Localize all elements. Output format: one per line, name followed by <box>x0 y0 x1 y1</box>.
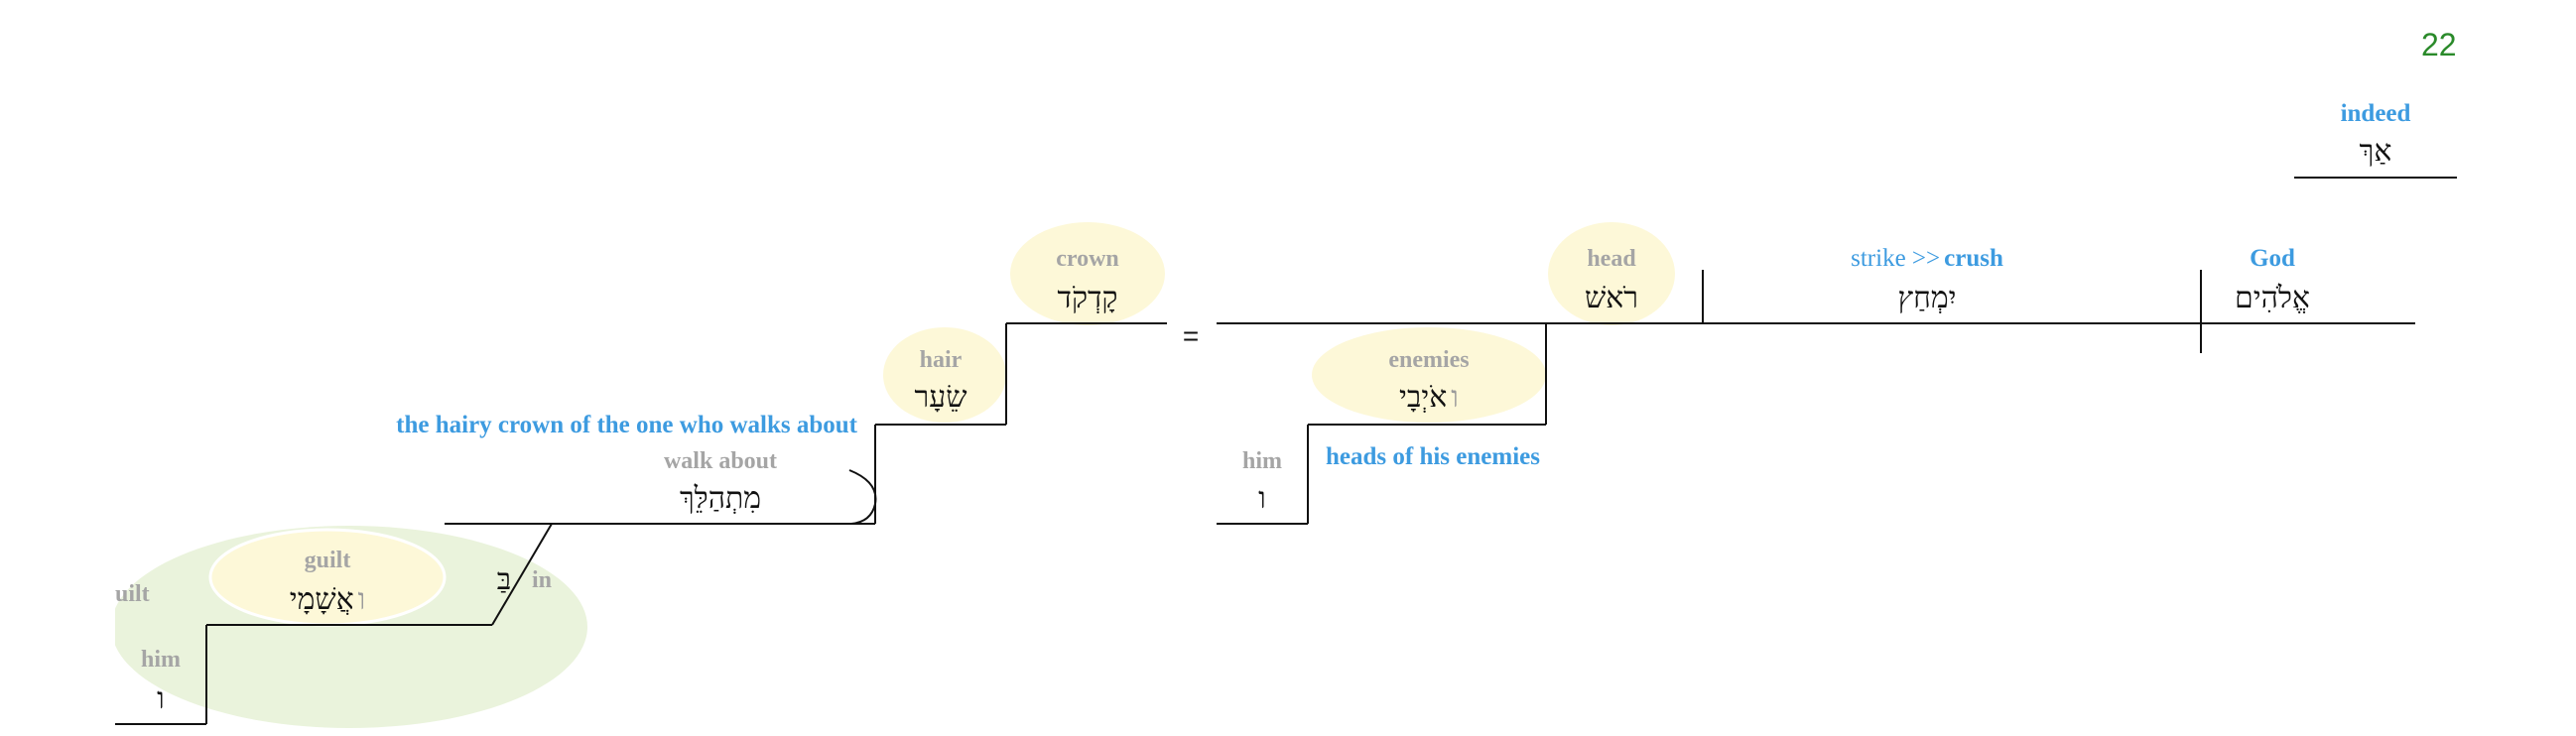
word-rosh: רֹאשׁ <box>1585 281 1638 315</box>
note-hairy-crown: the hairy crown of the one who walks abo… <box>396 412 858 438</box>
word-oyvav: ו אֹיְבָי <box>1399 380 1459 415</box>
gloss-him: him <box>1242 448 1282 474</box>
word-elohim: אֱלֹהִים <box>2235 281 2310 315</box>
gloss-crown: crown <box>1056 246 1119 272</box>
word-qodqod: קָדְקֹד <box>1058 281 1118 315</box>
preposition-slant <box>491 523 553 626</box>
enemies-highlight <box>1312 327 1546 423</box>
gloss-indeed: indeed <box>2341 100 2411 127</box>
gloss-guilt-cut: uilt <box>115 581 150 607</box>
verse-number: 22 <box>2421 27 2457 62</box>
gloss-guilt: guilt <box>305 548 351 573</box>
word-vav-him-2: ו <box>157 681 165 716</box>
gloss-head: head <box>1587 246 1636 272</box>
gloss-enemies: enemies <box>1388 347 1469 373</box>
gloss-god: God <box>2250 245 2295 272</box>
walk-participle-curve <box>848 469 877 525</box>
word-be: בַּ <box>497 562 511 597</box>
hair-highlight <box>883 327 1006 423</box>
gloss-strike-crush: strike >> crush <box>1851 245 2003 272</box>
word-af: אַךְ <box>2360 134 2392 169</box>
word-mithallekh: מִתְהַלֵּךְ <box>680 481 761 516</box>
word-ashamav: ו אֲשָׁמָי <box>290 582 366 617</box>
gloss-him-2: him <box>141 647 181 673</box>
word-sear: שֵׂעָר <box>915 380 967 415</box>
left-clip-mask <box>0 0 115 736</box>
gloss-hair: hair <box>920 347 963 373</box>
word-vav-him: ו <box>1258 481 1266 516</box>
gloss-walk-about: walk about <box>664 448 777 474</box>
note-heads-of-enemies: heads of his enemies <box>1326 443 1540 470</box>
crown-highlight <box>1010 222 1165 325</box>
head-highlight <box>1548 222 1675 325</box>
equals-sign: = <box>1183 320 1199 351</box>
word-yimchats: יִמְחַץ <box>1897 281 1956 315</box>
gloss-in: in <box>532 567 552 593</box>
